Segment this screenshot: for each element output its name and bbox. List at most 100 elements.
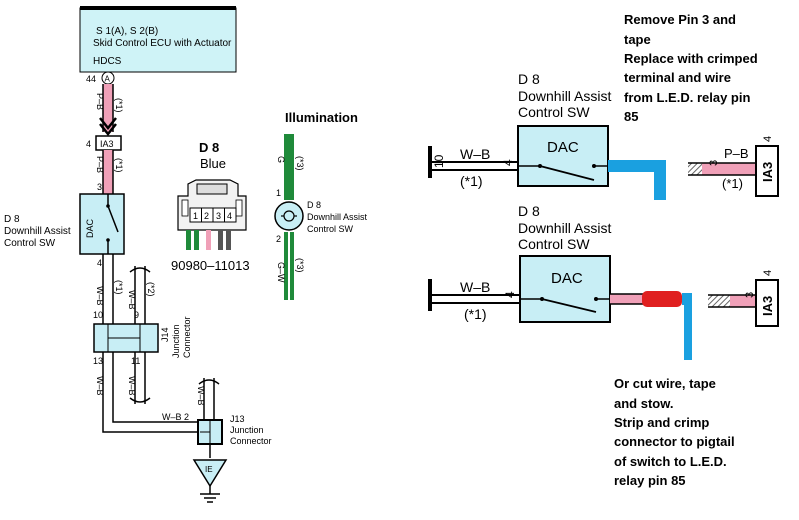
j13-wire-label: W–B 2 <box>162 412 189 422</box>
dac-pin-3: 3 <box>97 182 102 192</box>
dac-label-left: DAC <box>85 218 95 238</box>
note-top-line-2: tape <box>624 32 651 47</box>
rt-id: D 8 <box>518 71 540 87</box>
rb-wire-wb-label: W–B <box>460 279 490 295</box>
tag-1: (*1) <box>114 98 124 113</box>
ground-label: IE <box>205 465 213 474</box>
rb-name-2: Control SW <box>518 236 590 252</box>
j14-junction-connector <box>93 323 159 353</box>
connector-pin-4: 4 <box>227 211 232 221</box>
rt-pin-3: 3 <box>708 160 720 166</box>
illumination-title: Illumination <box>285 110 358 125</box>
illum-pin-2: 2 <box>276 234 281 244</box>
wire-wb-to-j14 <box>102 254 151 324</box>
wire-label-wb-1: W–B <box>95 286 105 306</box>
rt-pin-4: 4 <box>501 159 515 166</box>
ecu-line-2: Skid Control ECU with Actuator <box>93 38 232 49</box>
rb-pin-4: 4 <box>503 291 517 298</box>
note-bottom-line-4: connector to pigtail <box>614 434 735 449</box>
rt-dac-label: DAC <box>547 139 579 156</box>
note-bottom: Or cut wire, tape and stow. Strip and cr… <box>614 376 735 488</box>
illum-pin-1: 1 <box>276 188 281 198</box>
rt-wire-wb-label: W–B <box>460 146 490 162</box>
ground-symbol <box>192 459 228 503</box>
rb-ia3-connector <box>755 279 779 327</box>
tag-3: (*1) <box>114 280 124 295</box>
rt-wire-pb-label: P–B <box>724 146 749 161</box>
dac-switch-left <box>79 193 125 255</box>
note-top-line-6: 85 <box>624 109 638 124</box>
rt-name-2: Control SW <box>518 104 590 120</box>
note-top: Remove Pin 3 and tape Replace with crimp… <box>624 12 758 124</box>
ia3-pin-number: 4 <box>86 139 91 149</box>
wire-wb-from-j14 <box>102 352 220 433</box>
rt-ia3-label: IA3 <box>760 162 775 182</box>
rt-pin-10: 10 <box>432 154 446 168</box>
note-bottom-line-2: and stow. <box>614 396 673 411</box>
j13-label-1: J13 <box>230 414 245 424</box>
rb-ia3-pin-3: 3 <box>744 292 756 298</box>
rb-name-1: Downhill Assist <box>518 220 611 236</box>
rt-blue-wire <box>608 160 666 200</box>
wire-label-wb-2: W–B <box>127 290 137 310</box>
rb-pink-wire-with-splice <box>610 291 692 360</box>
wire-label-wb-3: W–B <box>95 376 105 396</box>
ecu-pin-number: 44 <box>86 74 96 84</box>
note-bottom-line-6: relay pin 85 <box>614 473 686 488</box>
rt-name-1: Downhill Assist <box>518 88 611 104</box>
illum-wire-g: G <box>276 156 286 163</box>
illumination-lamp-icon <box>274 201 304 231</box>
connector-pin-3: 3 <box>216 211 221 221</box>
rb-id: D 8 <box>518 203 540 219</box>
note-bottom-line-5: of switch to L.E.D. <box>614 454 727 469</box>
rb-dac-label: DAC <box>551 270 583 287</box>
connector-d8-illustration <box>177 179 247 250</box>
illum-tag-g: (*3) <box>295 156 305 171</box>
switch-name-left-2: Control SW <box>4 238 56 249</box>
j13-label-3: Connector <box>230 436 272 446</box>
wire-pb-lower <box>102 150 114 194</box>
dac-pin-4: 4 <box>97 258 102 268</box>
note-top-line-3: Replace with crimped <box>624 51 758 66</box>
connector-color: Blue <box>200 156 226 171</box>
rb-ia3-pin-4: 4 <box>762 270 774 276</box>
rb-pigtail <box>708 294 756 308</box>
wire-pb-upper <box>99 84 117 137</box>
rb-ia3-label: IA3 <box>760 296 775 316</box>
j13-junction-connector <box>197 419 223 458</box>
tag-2: (*1) <box>114 158 124 173</box>
ecu-line-3: HDCS <box>93 56 122 67</box>
ecu-line-1: S 1(A), S 2(B) <box>96 26 158 37</box>
rt-tag: (*1) <box>460 173 483 189</box>
connector-pin-2: 2 <box>204 211 209 221</box>
rt-dac-switch <box>517 125 609 187</box>
ecu-pin-letter: A <box>105 75 111 84</box>
rt-tag-pb: (*1) <box>722 176 743 191</box>
rt-pigtail-pb <box>688 162 756 176</box>
wire-label-pb-1: P–B <box>95 93 105 110</box>
note-top-line-5: from L.E.D. relay pin <box>624 90 750 105</box>
illumination-wire-green <box>284 134 294 300</box>
wire-label-wb-5: W–B <box>196 386 206 406</box>
rb-wire-wb <box>428 279 520 311</box>
illum-name-2: Control SW <box>307 224 354 234</box>
illum-wire-gw: G–W <box>276 262 286 283</box>
tag-4: (*2) <box>146 282 156 297</box>
illum-id: D 8 <box>307 200 321 210</box>
wire-label-pb-2: P–B <box>95 156 105 173</box>
switch-name-left-1: Downhill Assist <box>4 226 71 237</box>
rt-ia3-pin: 4 <box>762 136 774 142</box>
rt-wire-wb <box>428 146 518 178</box>
note-bottom-line-1: Or cut wire, tape <box>614 376 716 391</box>
illum-name-1: Downhill Assist <box>307 212 368 222</box>
connector-part-number: 90980–11013 <box>171 258 250 273</box>
wire-label-wb-4: W–B <box>127 376 137 396</box>
connector-id: D 8 <box>199 140 219 155</box>
rb-dac-switch <box>519 255 611 323</box>
j13-label-2: Junction <box>230 425 264 435</box>
j14-pin-9: 9 <box>134 310 139 320</box>
note-top-line-4: terminal and wire <box>624 70 731 85</box>
note-top-line-1: Remove Pin 3 and <box>624 12 736 27</box>
illum-tag-gw: (*3) <box>295 258 305 273</box>
